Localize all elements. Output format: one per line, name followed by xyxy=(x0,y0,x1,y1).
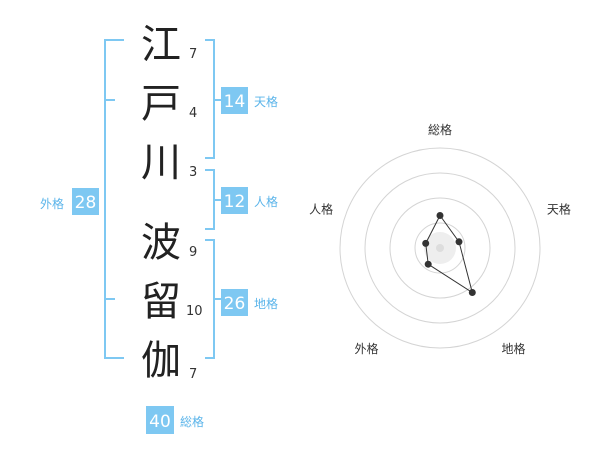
name-characters: 江 戸 川 波 留 伽 xyxy=(141,22,181,384)
radar-point-2 xyxy=(455,238,463,246)
jinkaku-label: 人格 xyxy=(254,194,278,209)
tenkaku-badge-bg xyxy=(221,87,248,114)
name-char-5: 留 xyxy=(141,279,181,325)
chikaku-value: 26 xyxy=(224,294,246,314)
name-char-6: 伽 xyxy=(141,338,181,384)
name-char-1: 江 xyxy=(141,22,181,68)
chikaku-badge: 26 地格 xyxy=(221,289,278,316)
name-char-4: 波 xyxy=(141,220,181,266)
stroke-count-3: 3 xyxy=(189,165,197,180)
tenkaku-badge: 14 天格 xyxy=(221,87,278,114)
radar-center-dot xyxy=(436,244,444,252)
gaikaku-value: 28 xyxy=(75,193,97,213)
radar-axis-label-2: 天格 xyxy=(547,201,571,216)
radar-axis-label-1: 総格 xyxy=(428,122,452,137)
jinkaku-value: 12 xyxy=(224,192,246,212)
jinkaku-badge: 12 人格 xyxy=(221,187,278,214)
stroke-count-5: 10 xyxy=(186,304,203,319)
radar-point-5 xyxy=(422,239,430,247)
stroke-counts: 7 4 3 9 10 7 xyxy=(186,47,203,382)
radar-axis-label-3: 地格 xyxy=(501,341,525,356)
radar-ring-4 xyxy=(339,147,541,349)
brackets xyxy=(104,39,221,359)
soukaku-value: 40 xyxy=(149,412,171,432)
gaikaku-badge-bg xyxy=(72,188,99,215)
radar-ring-2 xyxy=(389,197,491,299)
radar-ring-3 xyxy=(364,172,516,324)
radar-polygon xyxy=(425,214,474,294)
name-char-3: 川 xyxy=(141,140,181,186)
jinkaku-badge-bg xyxy=(221,187,248,214)
jinkaku-bracket xyxy=(205,169,221,230)
radar-point-4 xyxy=(424,260,432,268)
tenkaku-value: 14 xyxy=(224,92,246,112)
chikaku-label: 地格 xyxy=(254,296,278,311)
soukaku-badge: 40 総格 xyxy=(146,406,204,434)
radar-point-3 xyxy=(468,289,476,296)
stroke-count-1: 7 xyxy=(189,47,197,62)
chikaku-badge-bg xyxy=(221,289,248,316)
gaikaku-label: 外格 xyxy=(40,196,64,211)
gaikaku-badge: 外格 28 xyxy=(40,188,99,215)
tenkaku-bracket xyxy=(205,39,221,159)
soukaku-label: 総格 xyxy=(180,414,204,429)
soukaku-badge-bg xyxy=(146,406,174,434)
radar-ring-1 xyxy=(414,222,466,274)
radar-point-1 xyxy=(436,212,444,219)
stroke-count-2: 4 xyxy=(189,106,197,121)
gaikaku-bracket xyxy=(104,39,124,359)
name-analysis-panel: 江 戸 川 波 留 伽 7 4 3 9 10 7 14 天格 12 人格 xyxy=(40,22,278,434)
radar-axis-label-5: 人格 xyxy=(309,201,333,216)
tenkaku-label: 天格 xyxy=(254,94,278,109)
stroke-count-6: 7 xyxy=(189,367,197,382)
stroke-count-4: 9 xyxy=(189,245,197,260)
radar-axis-label-4: 外格 xyxy=(354,341,378,356)
name-char-2: 戸 xyxy=(141,81,181,127)
chikaku-bracket xyxy=(205,239,221,359)
